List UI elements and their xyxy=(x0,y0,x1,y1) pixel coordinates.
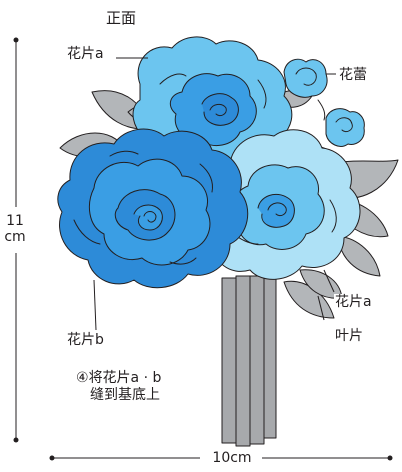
rose-right xyxy=(201,129,361,280)
instruction-note: ④将花片a · b 缝到基底上 xyxy=(76,370,161,404)
label-leaf: 叶片 xyxy=(334,328,364,344)
height-dimension-label: 11 cm xyxy=(2,213,28,245)
height-value: 11 xyxy=(6,213,24,229)
width-dimension-label: 10cm xyxy=(205,450,259,466)
label-bud: 花蕾 xyxy=(338,67,368,83)
label-petal-a-bottom: 花片a xyxy=(334,294,373,310)
rose-left xyxy=(57,128,249,289)
label-petal-a-top: 花片a xyxy=(66,46,105,62)
instruction-line-2: 缝到基底上 xyxy=(90,387,160,403)
diagram-title: 正面 xyxy=(106,9,137,27)
width-dimension-line xyxy=(49,455,393,461)
buds xyxy=(283,58,365,147)
leader-lines xyxy=(93,57,336,331)
label-petal-b: 花片b xyxy=(66,332,105,348)
step-number: ④ xyxy=(76,370,89,386)
instruction-line-1: 将花片a · b xyxy=(88,370,162,386)
stems xyxy=(221,275,277,447)
height-dimension-line xyxy=(13,37,19,443)
height-unit: cm xyxy=(4,229,26,245)
